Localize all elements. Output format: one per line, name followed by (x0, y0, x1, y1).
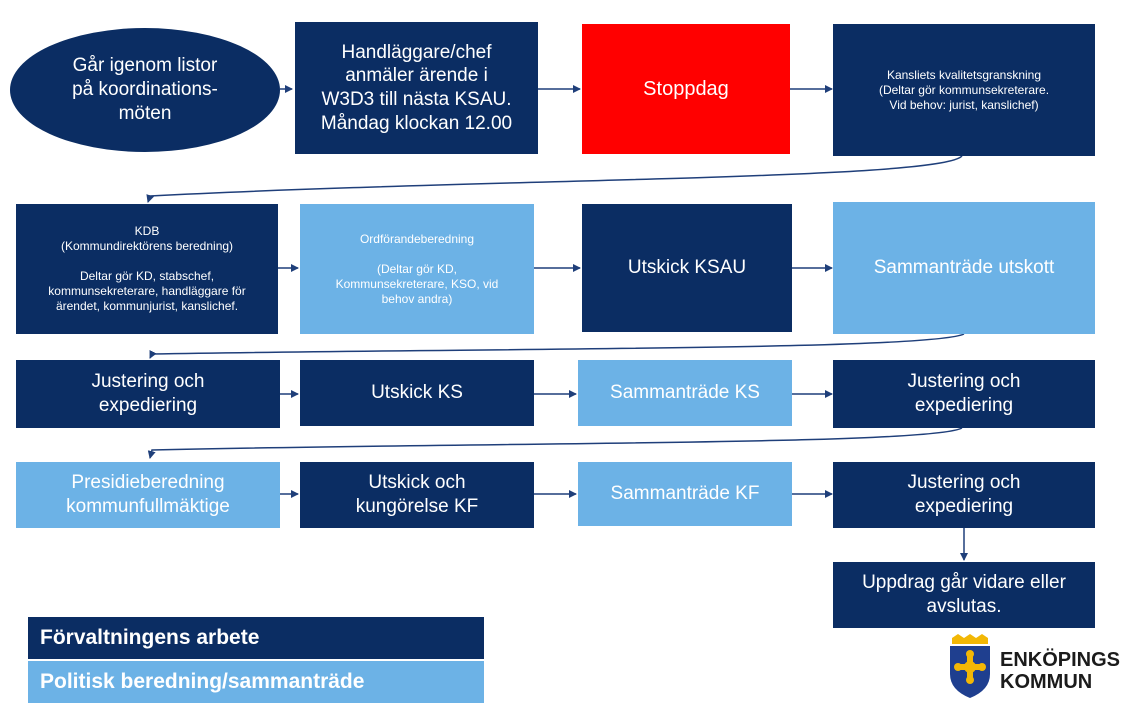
node-adjust-3-label: Justering och expediering (907, 472, 1021, 517)
node-quality-review: Kansliets kvalitetsgranskning (Deltar gö… (833, 24, 1095, 156)
node-meeting-ks: Sammanträde KS (578, 360, 792, 426)
legend-admin: Förvaltningens arbete (28, 617, 484, 659)
node-report-case: Handläggare/chef anmäler ärende i W3D3 t… (295, 22, 538, 154)
node-final: Uppdrag går vidare eller avslutas. (833, 562, 1095, 628)
node-meeting-committee: Sammanträde utskott (833, 202, 1095, 334)
node-adjust-2-label: Justering och expediering (907, 371, 1021, 416)
node-report-label: Handläggare/chef anmäler ärende i W3D3 t… (320, 41, 513, 134)
logo-text: ENKÖPINGS KOMMUN (1000, 649, 1121, 693)
node-start-label: Går igenom listor på koordinations- möte… (72, 55, 218, 124)
node-kdb-label: KDB (Kommundirektörens beredning) Deltar… (48, 224, 246, 313)
node-meeting-committee-label: Sammanträde utskott (873, 257, 1055, 279)
node-send-ks-label: Utskick KS (371, 382, 463, 404)
node-presidium-prep: Presidieberedning kommunfullmäktige (16, 462, 280, 528)
node-stop-day: Stoppdag (582, 24, 790, 154)
arrow-review-to-kdb (146, 155, 963, 203)
node-chair-prep: Ordförandeberedning (Deltar gör KD, Komm… (300, 204, 534, 334)
node-presidium-prep-label: Presidieberedning kommunfullmäktige (66, 472, 230, 517)
legend-political-label: Politisk beredning/sammanträde (40, 670, 365, 693)
node-adjust-2: Justering och expediering (833, 360, 1095, 428)
node-chair-prep-label: Ordförandeberedning (Deltar gör KD, Komm… (335, 231, 499, 306)
coat-of-arms-icon (950, 634, 990, 698)
node-quality-review-label: Kansliets kvalitetsgranskning (Deltar gö… (878, 67, 1050, 112)
node-adjust-1: Justering och expediering (16, 360, 280, 428)
node-meeting-kf-label: Sammanträde KF (610, 483, 760, 505)
node-adjust-1-label: Justering och expediering (91, 371, 205, 416)
node-kdb: KDB (Kommundirektörens beredning) Deltar… (16, 204, 278, 334)
node-send-kf: Utskick och kungörelse KF (300, 462, 534, 528)
enkoping-logo (946, 634, 1116, 700)
node-meeting-ks-label: Sammanträde KS (610, 382, 760, 404)
node-start-coordination: Går igenom listor på koordinations- möte… (10, 28, 280, 152)
node-stop-day-label: Stoppdag (643, 77, 729, 100)
legend-admin-label: Förvaltningens arbete (40, 626, 260, 649)
node-adjust-3: Justering och expediering (833, 462, 1095, 528)
node-send-ksau-label: Utskick KSAU (627, 257, 747, 279)
arrow-meeting-to-adjust1 (149, 333, 965, 359)
node-send-kf-label: Utskick och kungörelse KF (355, 472, 479, 517)
arrow-adjust2-to-presidium (147, 427, 963, 459)
node-send-ks: Utskick KS (300, 360, 534, 426)
node-send-ksau: Utskick KSAU (582, 204, 792, 332)
node-meeting-kf: Sammanträde KF (578, 462, 792, 526)
legend-political: Politisk beredning/sammanträde (28, 661, 484, 703)
node-final-label: Uppdrag går vidare eller avslutas. (862, 572, 1066, 617)
